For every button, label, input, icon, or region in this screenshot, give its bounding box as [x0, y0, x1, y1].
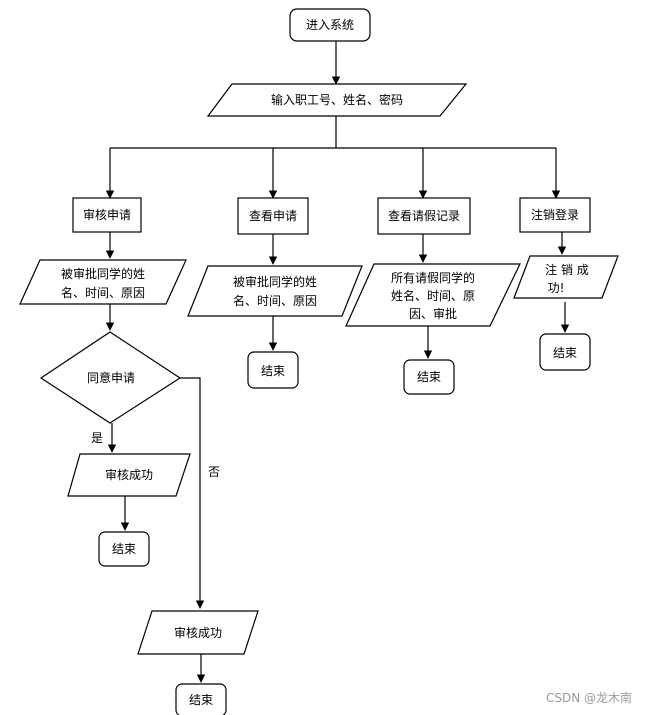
input-label: 输入职工号、姓名、密码 [271, 92, 403, 107]
end-box [539, 333, 591, 371]
records-data-label-line3: 因、审批 [409, 306, 457, 321]
node-success-yes: 审核成功 [67, 453, 191, 497]
end-box [247, 351, 299, 389]
reviewee-parallelogram [19, 259, 187, 305]
records-data-label-line1: 所有请假同学的 [391, 270, 475, 285]
node-view-data: 被审批同学的姓 名、时间、原因 [187, 265, 363, 317]
arrow-no [180, 377, 205, 609]
end-label: 结束 [189, 693, 213, 707]
input-parallelogram [206, 83, 468, 117]
decision-label: 同意申请 [87, 370, 135, 385]
no-label: 否 [208, 465, 220, 479]
node-start: 进入系统 [289, 8, 371, 42]
start-label: 进入系统 [306, 18, 354, 32]
records-label: 查看请假记录 [388, 209, 460, 223]
records-data-label-line2: 姓名、时间、原 [391, 288, 475, 303]
end-box [403, 359, 455, 395]
view-data-parallelogram [187, 265, 363, 317]
success-no-label: 审核成功 [174, 625, 222, 640]
logout-success-parallelogram [513, 255, 619, 299]
view-label: 查看申请 [249, 209, 297, 223]
watermark: CSDN @龙木南 [546, 690, 632, 705]
end-box [98, 531, 150, 567]
view-data-label-line1: 被审批同学的姓 [233, 274, 317, 289]
node-success-no: 审核成功 [137, 610, 259, 655]
success-yes-label: 审核成功 [105, 467, 153, 482]
review-box [72, 197, 142, 233]
logout-box [519, 197, 591, 233]
node-input: 输入职工号、姓名、密码 [206, 83, 468, 117]
logout-label: 注销登录 [531, 207, 579, 222]
view-box [237, 197, 309, 235]
end-records: 结束 [403, 359, 455, 395]
records-box [377, 197, 471, 235]
end-view: 结束 [247, 351, 299, 389]
records-data-parallelogram [345, 263, 521, 327]
node-decision: 同意申请 [39, 331, 182, 424]
decision-diamond [39, 331, 182, 424]
node-logout-success: 注 销 成 功! [513, 255, 619, 299]
connectors [105, 41, 570, 683]
reviewee-label-line1: 被审批同学的姓 [61, 266, 145, 281]
node-view: 查看申请 [237, 197, 309, 235]
logout-success-label-line1: 注 销 成 [545, 262, 589, 277]
reviewee-label-line2: 名、时间、原因 [61, 285, 145, 300]
end-logout: 结束 [539, 333, 591, 371]
end-label: 结束 [417, 370, 441, 384]
success-yes-parallelogram [67, 453, 191, 497]
end-box [175, 683, 227, 715]
end-label: 结束 [112, 542, 136, 556]
end-label: 结束 [261, 364, 285, 378]
node-reviewee-data: 被审批同学的姓 名、时间、原因 [19, 259, 187, 305]
node-records: 查看请假记录 [377, 197, 471, 235]
start-box [289, 8, 371, 42]
review-label: 审核申请 [83, 207, 131, 222]
node-review: 审核申请 [72, 197, 142, 233]
end-label: 结束 [553, 346, 577, 360]
node-records-data: 所有请假同学的 姓名、时间、原 因、审批 [345, 263, 521, 327]
success-no-parallelogram [137, 610, 259, 655]
view-data-label-line2: 名、时间、原因 [233, 293, 317, 308]
end-review-no: 结束 [175, 683, 227, 715]
node-logout: 注销登录 [519, 197, 591, 233]
yes-label: 是 [91, 431, 103, 445]
logout-success-label-line2: 功! [548, 281, 565, 295]
end-review-yes: 结束 [98, 531, 150, 567]
